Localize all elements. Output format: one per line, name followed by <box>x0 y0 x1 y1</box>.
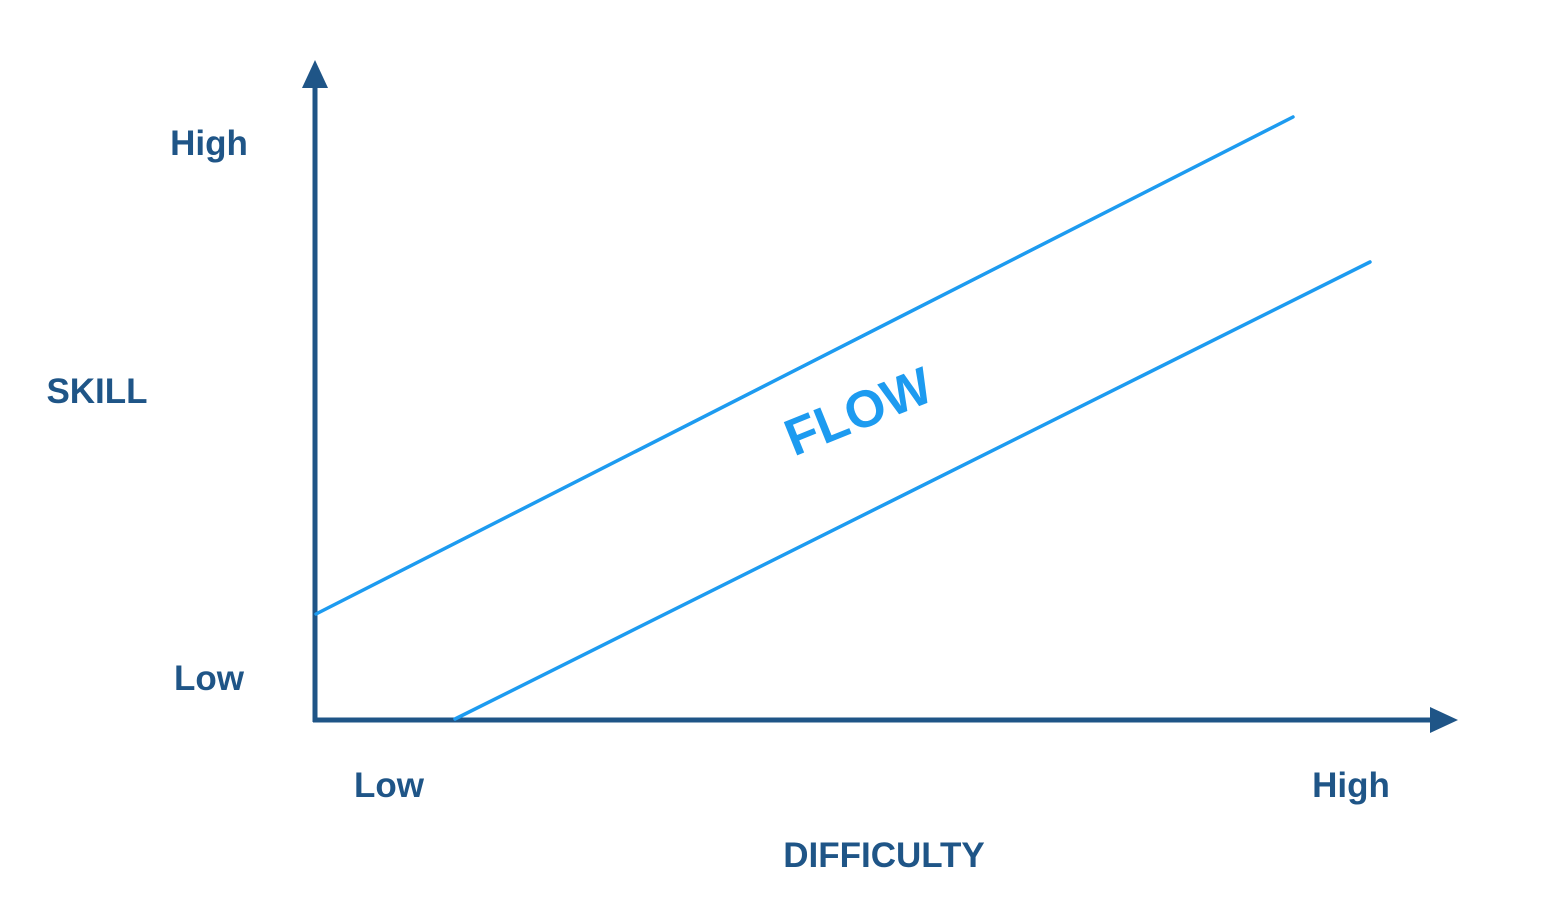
flow-upper-boundary <box>314 115 1295 616</box>
y-axis-title: SKILL <box>46 372 147 411</box>
x-axis-low-label: Low <box>354 766 425 805</box>
x-axis-arrow-icon <box>1430 707 1458 733</box>
y-axis-low-label: Low <box>174 659 245 698</box>
y-axis-high-label: High <box>170 124 248 163</box>
flow-lower-boundary <box>453 260 1372 721</box>
x-axis-title: DIFFICULTY <box>783 836 985 875</box>
x-axis-high-label: High <box>1312 766 1390 805</box>
flow-region-label: FLOW <box>777 356 941 467</box>
y-axis-arrow-icon <box>302 60 328 88</box>
